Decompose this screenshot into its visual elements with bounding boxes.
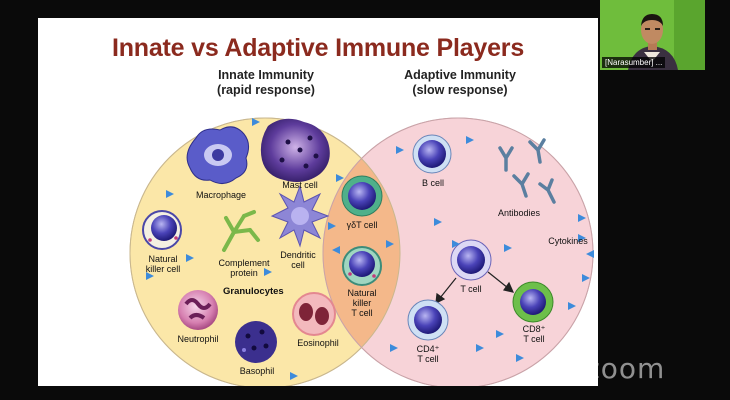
eosinophil-icon (292, 292, 336, 336)
cd8-t-cell-label: CD8⁺T cell (522, 324, 546, 344)
b-cell-label: B cell (421, 178, 444, 188)
zoom-watermark: zoom (585, 352, 666, 385)
gd-t-cell-icon (341, 175, 383, 217)
gd-t-cell-label: γδT cell (346, 220, 378, 230)
person-avatar-icon (600, 0, 705, 70)
participant-video-thumbnail[interactable]: [Narasumber] ... (600, 0, 705, 70)
b-cell-icon (412, 134, 452, 174)
innate-heading-line1: Innate Immunity (218, 68, 314, 82)
mast-cell-label: Mast cell (282, 180, 318, 190)
basophil-icon (235, 321, 277, 363)
cd4-t-cell-icon (407, 299, 449, 341)
venn-diagram (129, 117, 594, 386)
granulocytes-label: Granulocytes (223, 286, 284, 297)
presentation-slide: Innate vs Adaptive Immune Players Innate… (38, 18, 598, 386)
differentiation-arrows (435, 271, 515, 305)
t-cell-label: T cell (460, 284, 482, 294)
adaptive-heading-line2: (slow response) (412, 83, 508, 97)
basophil-label: Basophil (239, 366, 275, 376)
eosinophil-label: Eosinophil (297, 338, 339, 348)
cd8-t-cell-icon (512, 281, 554, 323)
slide-title: Innate vs Adaptive Immune Players (111, 34, 525, 62)
adaptive-heading-line1: Adaptive Immunity (404, 68, 516, 82)
t-cell-icon (450, 239, 492, 281)
antibodies-icon (498, 138, 556, 204)
dendritic-cell-icon (270, 184, 330, 248)
innate-heading: Innate Immunity (rapid response) (186, 68, 346, 98)
macrophage-label: Macrophage (195, 190, 247, 200)
nk-cell-icon (142, 210, 182, 250)
neutrophil-label: Neutrophil (177, 334, 219, 344)
neutrophil-icon (178, 290, 218, 330)
participant-name-tag: [Narasumber] ... (602, 57, 666, 68)
cytokines-label: Cytokines (548, 236, 588, 246)
adaptive-heading: Adaptive Immunity (slow response) (380, 68, 540, 98)
antibodies-label: Antibodies (497, 208, 541, 218)
mast-cell-icon (260, 118, 330, 182)
cd4-t-cell-label: CD4⁺T cell (416, 344, 440, 364)
macrophage-icon (186, 126, 250, 184)
antigen-triangles (146, 118, 594, 380)
complement-protein-icon (222, 210, 260, 252)
nkt-cell-icon (342, 246, 382, 286)
innate-heading-line2: (rapid response) (217, 83, 315, 97)
